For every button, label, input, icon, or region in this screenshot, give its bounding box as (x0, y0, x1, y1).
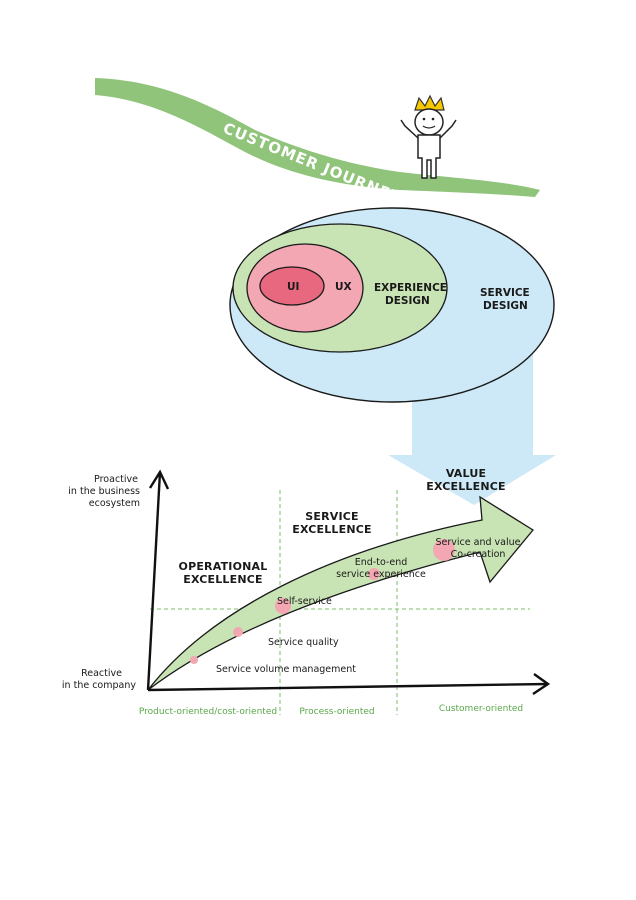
y-top-label-2: in the business (68, 486, 140, 497)
crown-icon (414, 94, 445, 111)
zone-operational-1: OPERATIONAL (179, 560, 268, 573)
zone-operational-2: EXCELLENCE (183, 573, 263, 586)
point-end-to-end (368, 568, 380, 580)
label-service-quality: Service quality (268, 637, 339, 648)
ui-circle (259, 266, 325, 306)
service-design-label-2: DESIGN (483, 300, 528, 312)
experience-design-label-2: DESIGN (385, 295, 430, 307)
experience-design-label-1: EXPERIENCE (374, 282, 447, 294)
point-service-quality (233, 627, 243, 637)
point-self-service (275, 598, 291, 614)
ux-label: UX (335, 281, 352, 293)
x-axis (147, 682, 549, 692)
label-self-service: Self-service (277, 596, 332, 607)
x-category-product: Product-oriented/cost-oriented (139, 707, 277, 717)
x-category-process: Process-oriented (299, 707, 374, 717)
y-axis (146, 471, 162, 691)
customer-journey-section: CUSTOMER JOURNEY (95, 78, 540, 207)
excellence-chart: Proactive in the business ecosystem Reac… (62, 467, 551, 717)
y-top-label-1: Proactive (94, 474, 138, 485)
label-co-creation-1: Service and value (436, 537, 521, 548)
y-bottom-label-2: in the company (62, 680, 136, 691)
y-top-label-3: ecosystem (89, 498, 140, 509)
ui-label: UI (287, 281, 299, 293)
label-end-to-end-1: End-to-end (355, 557, 408, 568)
label-co-creation-2: Co-creation (451, 549, 506, 560)
journey-path (95, 78, 540, 197)
design-circles-section: UI UX EXPERIENCE DESIGN SERVICE DESIGN (229, 207, 556, 505)
journey-label: CUSTOMER JOURNEY (221, 119, 405, 207)
point-service-volume (190, 656, 198, 664)
label-service-volume: Service volume management (216, 664, 356, 675)
service-design-label-1: SERVICE (480, 287, 530, 299)
zone-service-1: SERVICE (305, 510, 359, 523)
y-axis-arrowhead (148, 469, 170, 490)
point-co-creation (433, 539, 455, 561)
label-end-to-end-2: service experience (336, 569, 426, 580)
zone-value-2: EXCELLENCE (426, 480, 506, 493)
y-bottom-label-1: Reactive (81, 668, 122, 679)
zone-value-1: VALUE (446, 467, 486, 480)
x-axis-arrowhead (532, 673, 551, 695)
king-figure-icon (400, 94, 457, 179)
x-category-customer: Customer-oriented (439, 704, 523, 714)
zone-service-2: EXCELLENCE (292, 523, 372, 536)
